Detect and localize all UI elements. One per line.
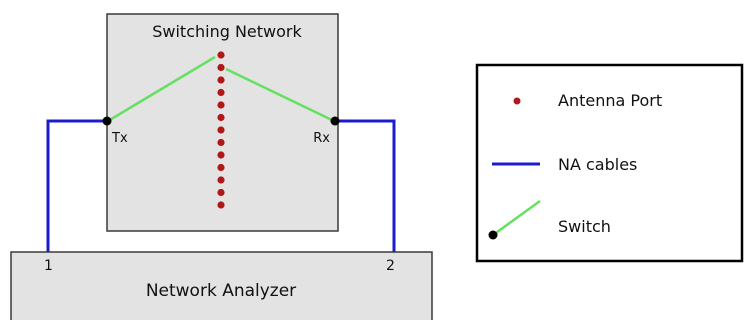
antenna-port-dot [217, 113, 225, 122]
port-2-label: 2 [386, 258, 395, 274]
legend-switch-label: Switch [558, 217, 611, 236]
antenna-port-dot [217, 176, 225, 184]
legend-switch-marker [492, 199, 541, 237]
antenna-port-dot [217, 151, 225, 159]
rx-node [330, 116, 340, 126]
antenna-port-dot [217, 163, 225, 172]
legend-antenna-port-label: Antenna Port [558, 91, 662, 110]
antenna-port-dot [217, 88, 225, 97]
legend-switch-node [488, 230, 498, 240]
legend-antenna-port-marker [513, 97, 521, 105]
na-cable-port-2 [335, 119, 396, 252]
switching-network-title: Switching Network [152, 22, 302, 41]
na-cable-port-1 [46, 119, 107, 252]
network-analyzer-title: Network Analyzer [146, 281, 296, 301]
antenna-port-dot [217, 76, 225, 84]
antenna-port-dot [217, 63, 225, 72]
tx-node [102, 116, 112, 126]
port-1-label: 1 [44, 258, 53, 274]
switch-line-tx [107, 55, 216, 123]
antenna-port-column [217, 51, 225, 209]
tx-label: Tx [111, 131, 128, 146]
legend-na-cables-label: NA cables [558, 155, 637, 174]
antenna-port-dot [217, 126, 225, 134]
antenna-port-dot [217, 138, 225, 147]
antenna-port-dot [217, 101, 225, 109]
antenna-port-dot [217, 51, 225, 59]
switch-line-rx [225, 67, 335, 123]
rx-label: Rx [313, 131, 330, 146]
network-analyzer-box [10, 251, 433, 320]
switching-network-box [106, 13, 339, 232]
antenna-port-dot [217, 188, 225, 197]
antenna-port-dot [217, 201, 225, 209]
